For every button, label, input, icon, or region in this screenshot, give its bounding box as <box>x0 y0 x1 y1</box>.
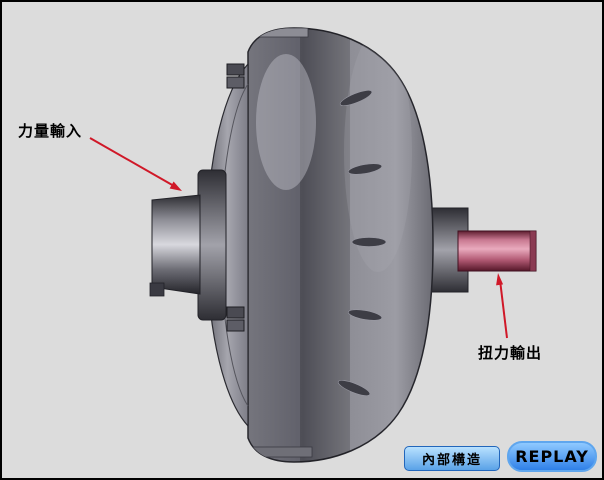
input-label: 力量輸入 <box>18 122 83 140</box>
converter-body <box>206 27 434 463</box>
input-arrow <box>89 137 182 191</box>
output-label: 扭力輸出 <box>478 344 543 362</box>
bolt-icon <box>226 63 245 332</box>
internal-structure-button[interactable]: 內部構造 <box>404 446 500 471</box>
output-shaft <box>419 207 537 293</box>
output-pointer <box>496 273 508 339</box>
input-shaft <box>149 169 227 321</box>
replay-button[interactable]: REPLAY <box>507 441 597 472</box>
